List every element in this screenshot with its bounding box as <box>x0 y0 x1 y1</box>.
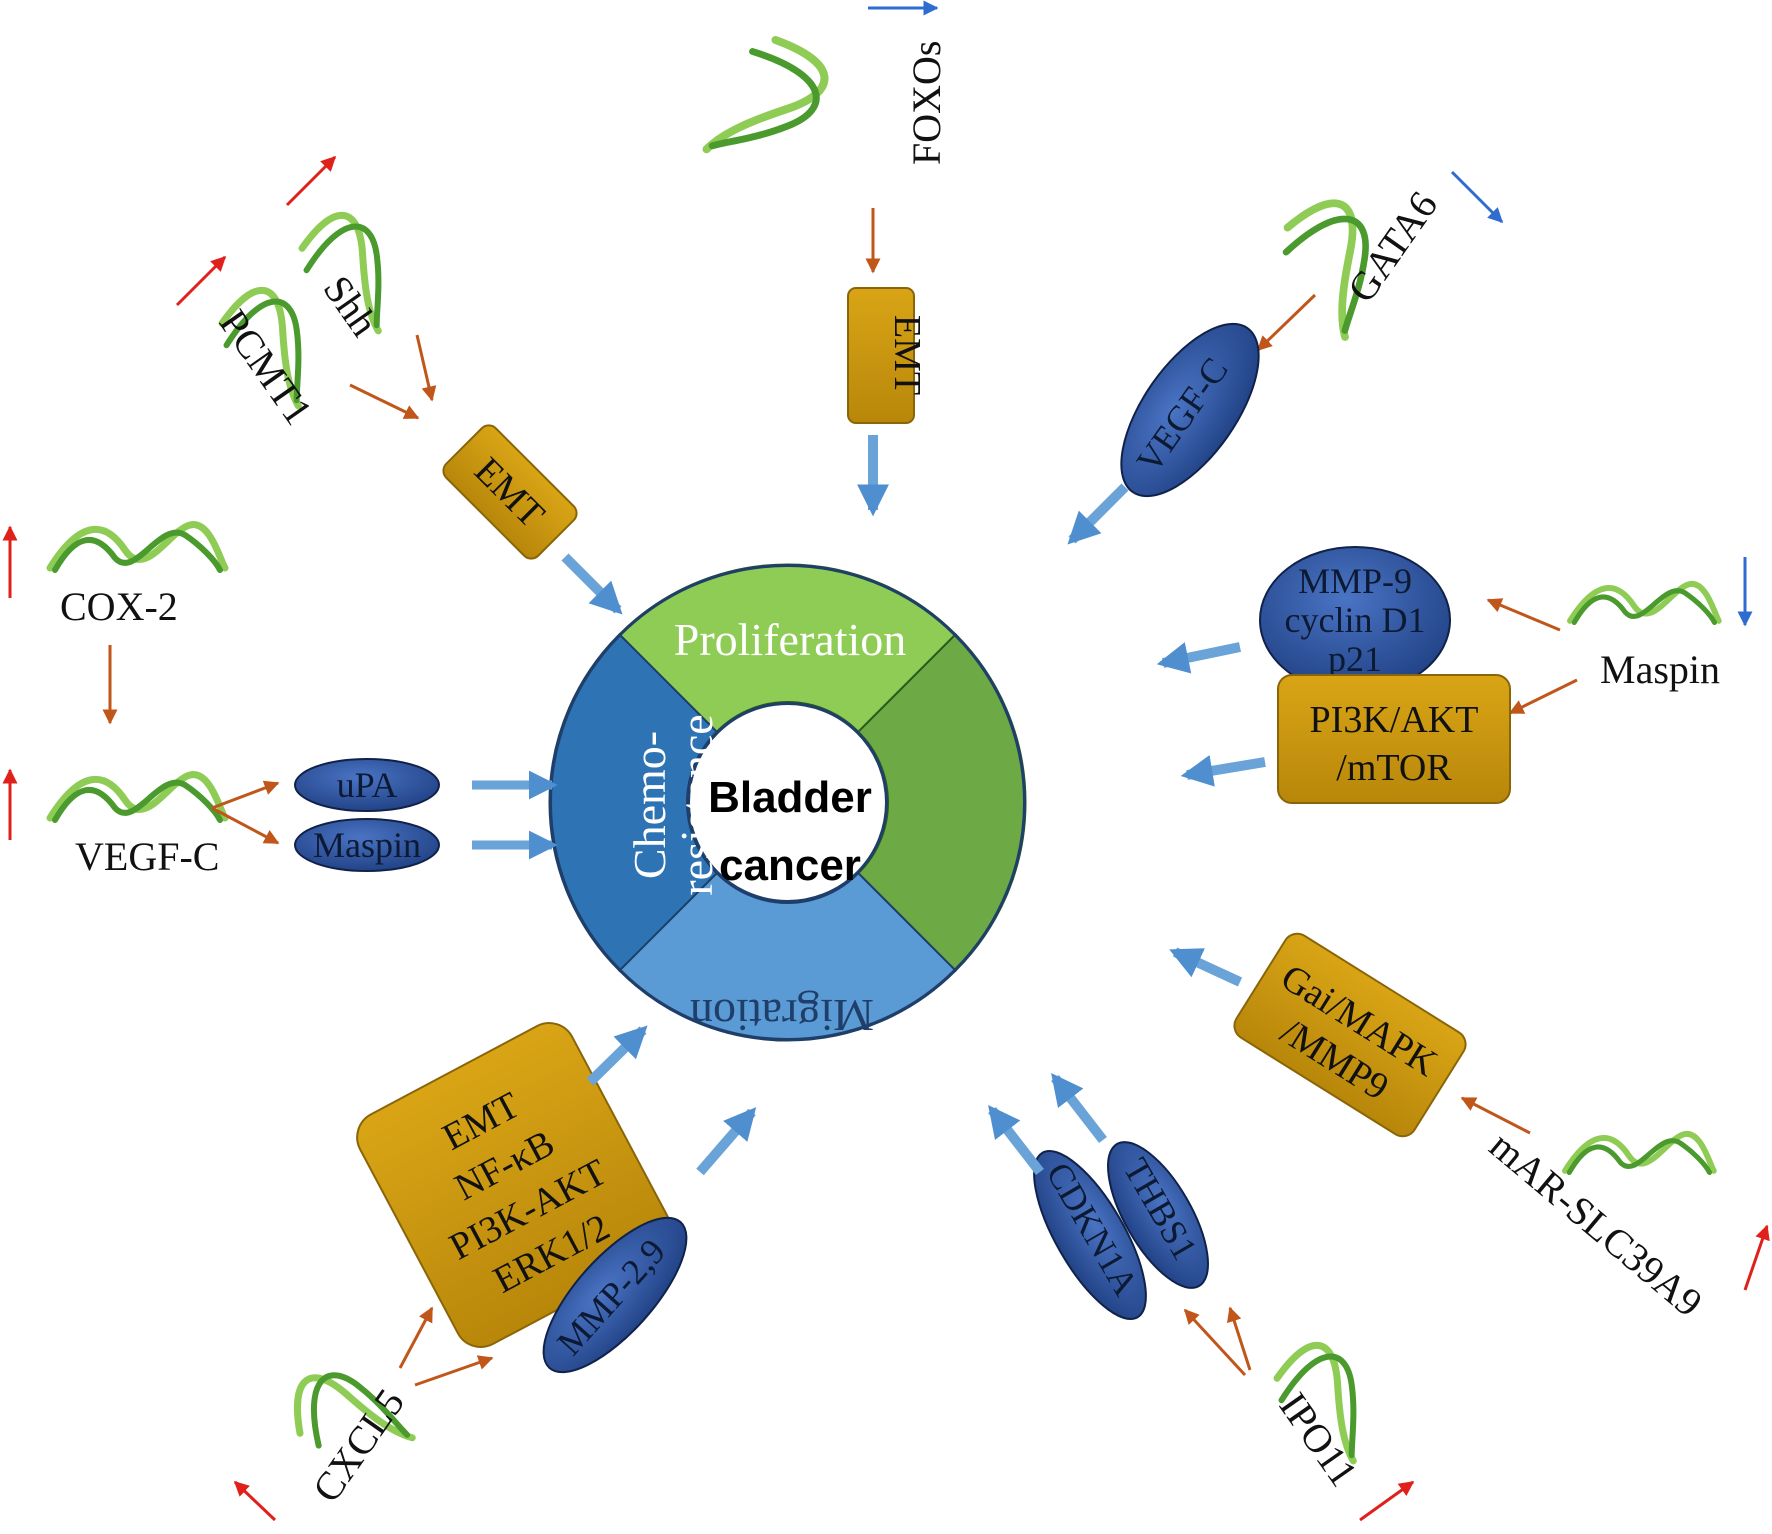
svg-text:Maspin: Maspin <box>313 825 421 865</box>
box-emt-left: EMT <box>442 424 578 560</box>
dna-helix-icon <box>1565 1134 1714 1173</box>
gene-mar-slc39a9: mAR-SLC39A9 <box>1481 1122 1711 1325</box>
label-proliferation: Proliferation <box>674 614 907 665</box>
ellipse-upa <box>294 758 440 812</box>
ellipse-maspin <box>294 818 440 872</box>
down-regulation-arrow-icon <box>1450 170 1504 224</box>
group-foxos: FOXOs EMT <box>707 0 949 517</box>
gene-foxos: FOXOs <box>904 41 949 165</box>
label-resistance: resistance <box>671 714 722 895</box>
up-regulation-arrow-icon <box>1743 1224 1770 1291</box>
gene-pcmt1: PCMT1 <box>211 301 322 432</box>
ellipse-cdkn1a <box>1033 1149 1147 1321</box>
svg-text:PI3K/AKT: PI3K/AKT <box>1310 699 1479 741</box>
group-cxcl5: CXCL5 EMT NF-κB PI3K-AKT ERK1/2 MMP-2,9 <box>233 1022 757 1522</box>
label-chemo: Chemo- <box>624 731 675 879</box>
ellipse-mmp29 <box>542 1216 688 1374</box>
svg-text:/mTOR: /mTOR <box>1336 747 1452 789</box>
box-pi3k-akt-mtor <box>1277 674 1511 804</box>
center-hub <box>687 702 888 903</box>
group-gata6: GATA6 VEGF-C <box>1067 170 1504 545</box>
svg-text:cyclin D1: cyclin D1 <box>1285 600 1426 640</box>
up-regulation-arrow-icon <box>1359 1480 1415 1522</box>
gene-maspin: Maspin <box>1600 647 1720 692</box>
svg-text:p21: p21 <box>1328 639 1382 679</box>
dna-helix-icon <box>50 775 225 820</box>
up-regulation-arrow-icon <box>285 155 337 207</box>
dna-helix-icon <box>50 525 225 570</box>
up-regulation-arrow-icon <box>175 255 227 307</box>
svg-text:uPA: uPA <box>337 765 398 805</box>
group-mar-slc39a9: mAR-SLC39A9 Gai/MAPK /MMP9 <box>1169 932 1770 1325</box>
svg-text:EMT: EMT <box>886 315 928 395</box>
label-invasion: Invasion <box>1028 733 1079 891</box>
center-title-line2: cancer <box>719 841 861 890</box>
center-title-line1: Bladder <box>708 773 872 822</box>
label-migration: Migration <box>690 990 874 1041</box>
box-gai-mapk-mmp9: Gai/MAPK /MMP9 <box>1233 932 1467 1138</box>
gene-cox2: COX-2 <box>60 584 178 629</box>
group-maspin: Maspin MMP-9 cyclin D1 p21 PI3K/AKT /mTO… <box>1156 546 1753 804</box>
dna-helix-icon <box>1570 584 1719 623</box>
central-ring: Proliferation Invasion Migration Chemo- … <box>548 563 1079 1042</box>
group-shh-pcmt1: Shh PCMT1 EMT <box>175 155 623 615</box>
up-regulation-arrow-icon <box>233 1480 277 1522</box>
ellipse-vegfc <box>1120 322 1260 498</box>
box-emt-top <box>847 287 915 424</box>
ellipse-thbs1 <box>1107 1141 1209 1289</box>
group-cox2-vegfc: COX-2 VEGF-C uPA Maspin <box>2 525 558 879</box>
dna-helix-icon <box>707 40 825 149</box>
svg-text:MMP-9: MMP-9 <box>1298 561 1412 601</box>
group-ipo11: IPO11 THBS1 CDKN1A <box>988 1072 1415 1522</box>
gene-vegfc: VEGF-C <box>75 834 219 879</box>
